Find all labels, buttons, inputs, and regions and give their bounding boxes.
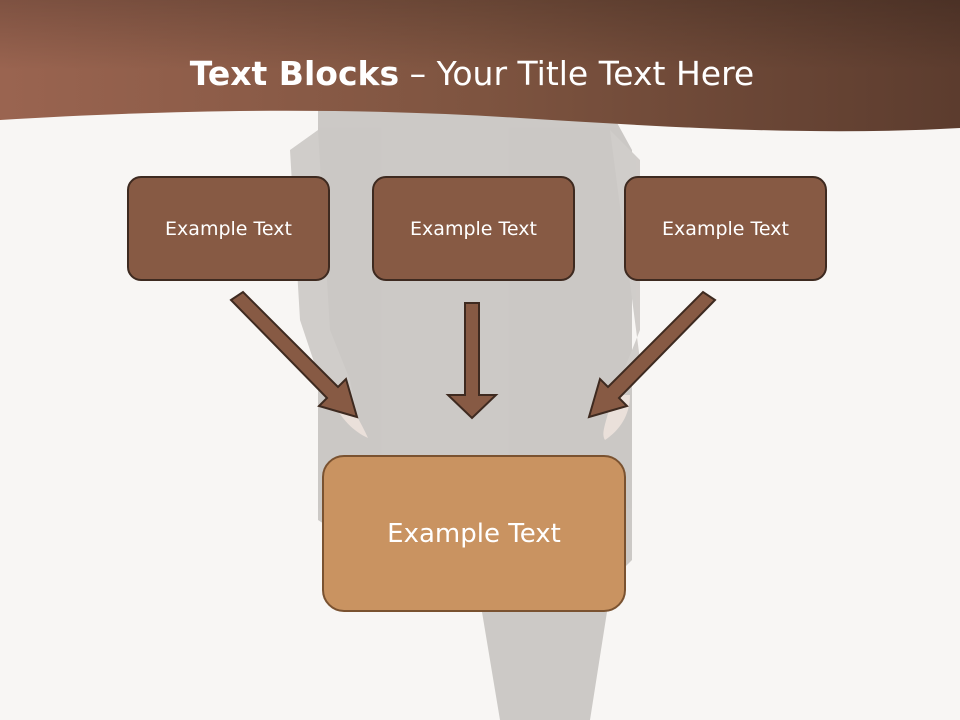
text-block-right-label: Example Text — [662, 217, 789, 240]
title-separator: – — [399, 54, 437, 93]
text-block-main-label: Example Text — [387, 518, 561, 549]
text-block-left: Example Text — [127, 176, 330, 281]
text-block-main: Example Text — [322, 455, 626, 612]
text-block-center: Example Text — [372, 176, 575, 281]
text-block-right: Example Text — [624, 176, 827, 281]
title-bold: Text Blocks — [189, 54, 400, 93]
slide-title: Text Blocks – Your Title Text Here — [0, 52, 944, 96]
text-block-left-label: Example Text — [165, 217, 292, 240]
title-rest: Your Title Text Here — [436, 54, 755, 93]
text-block-center-label: Example Text — [410, 217, 537, 240]
